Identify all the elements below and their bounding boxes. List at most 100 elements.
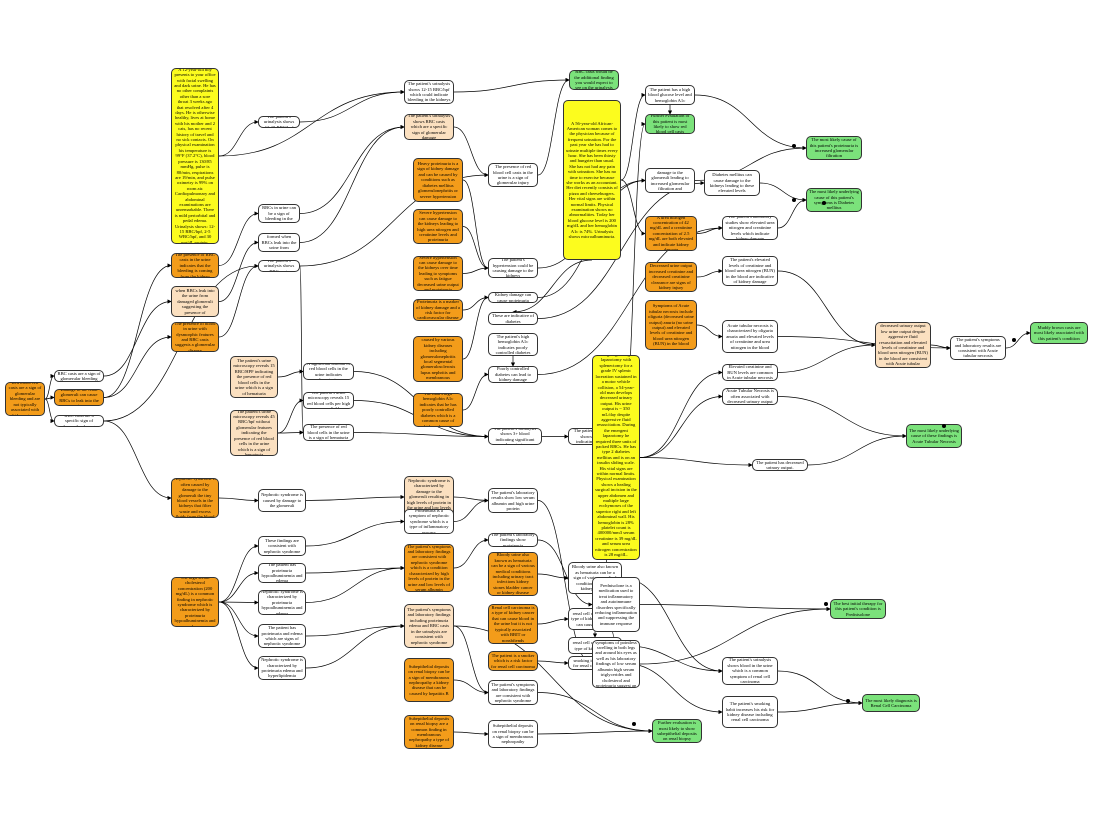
graph-node: Elevated creatinine and BUN levels are c…: [722, 364, 778, 381]
graph-node: Further evaluation is most likely to sho…: [652, 719, 702, 743]
graph-node: The most likely underlying cause of this…: [806, 188, 862, 212]
graph-node: RBC casts would be the additional findin…: [569, 70, 619, 90]
graph-edge: [620, 179, 646, 236]
node-text: The most likely cause of this patient's …: [809, 137, 859, 159]
graph-node: The patient's laboratory studies show el…: [722, 216, 778, 240]
graph-node: Acute Tubular Necrosis is often associat…: [722, 388, 778, 405]
graph-edge: [696, 225, 723, 234]
graph-edge: [537, 616, 569, 625]
graph-node: Acute tubular necrosis is characterized …: [722, 320, 778, 353]
graph-node: A significant amount of red blood cells …: [303, 363, 354, 380]
graph-edge: [299, 124, 405, 243]
node-text: Nephrotic syndrome is often caused by da…: [174, 478, 216, 518]
node-text: Elevated creatinine and BUN levels are c…: [727, 364, 773, 381]
graph-node: The patient's hypertension could be caus…: [488, 258, 538, 278]
graph-node: Red blood cell casts are a sign of glome…: [5, 382, 45, 416]
graph-node: The presence of RBCs in urine can be a s…: [258, 204, 300, 223]
node-text: The best initial therapy for this patien…: [833, 600, 883, 617]
edge-junction-dot: [824, 602, 828, 606]
graph-edge: [218, 601, 259, 671]
graph-node: The patient's symptoms and laboratory fi…: [404, 544, 454, 592]
graph-edge: [305, 623, 405, 669]
graph-node: Muddy brown casts are most likely associ…: [1030, 322, 1088, 344]
node-text: Renal cell carcinoma is a type of kidney…: [491, 605, 535, 643]
graph-edge: [305, 623, 405, 637]
graph-edge: [639, 370, 723, 458]
graph-node: Subepithelial deposits on renal biopsy c…: [488, 720, 538, 748]
graph-node: The patient's elevated levels of creatin…: [722, 256, 778, 286]
graph-edge: [218, 497, 259, 503]
graph-node: The patient's urinalysis shows 12-15 RBC…: [258, 116, 300, 128]
graph-node: The patient's high hemoglobin A1c indica…: [488, 333, 538, 356]
graph-node: The patient's urine microscopy reveals 1…: [303, 392, 354, 409]
node-text: Nephrotic syndrome is characterized by p…: [261, 590, 303, 615]
graph-edge: [759, 182, 807, 203]
node-text: The man's high hemoglobin A1c indicates …: [419, 393, 457, 427]
graph-node: The patient's urinalysis shows RBC casts: [258, 260, 300, 272]
node-text: A 56-year-old African-American woman com…: [566, 120, 618, 240]
graph-edge: [218, 263, 259, 338]
graph-node: These findings are consistent with nephr…: [258, 536, 306, 556]
graph-edge: [299, 124, 405, 214]
node-text: The patient's laboratory results show lo…: [491, 489, 535, 511]
graph-node: Proteinuria is a symptom of nephrotic sy…: [404, 509, 454, 534]
node-text: The patient's smoking habit increases hi…: [725, 701, 775, 723]
graph-edge: [620, 92, 646, 181]
node-text: Subepithelial deposits on renal biopsy c…: [492, 723, 534, 745]
edge-junction-dot: [822, 201, 826, 205]
node-text: The patient's urinalysis shows 12-15 RBC…: [407, 81, 451, 103]
graph-node: The patient's symptoms and laboratory fi…: [488, 680, 538, 705]
graph-edge: [453, 537, 489, 569]
node-text: The patient's symptoms of decreased urin…: [878, 323, 928, 367]
graph-node: The patient's urine microscopy reveals 1…: [230, 356, 278, 398]
node-text: The patient's urinalysis shows RBC casts: [263, 260, 295, 272]
graph-edge: [453, 731, 489, 737]
node-text: A urea nitrogen concentration of 42 mg/d…: [648, 216, 694, 251]
graph-edge: [299, 89, 405, 123]
node-text: Severe hypertension can cause damage to …: [417, 210, 459, 243]
node-text: The patient's urine microscopy reveals 1…: [306, 392, 351, 409]
graph-node: The most likely underlying cause of thes…: [906, 424, 962, 448]
node-text: The patient's high hemoglobin A1c indica…: [495, 333, 531, 355]
node-text: Nephrotic syndrome is caused by damage t…: [261, 492, 303, 509]
graph-edge: [453, 679, 489, 695]
graph-node: The patient has a high blood glucose lev…: [645, 85, 695, 105]
edge-junction-dot: [792, 198, 796, 202]
node-text: Red blood cell casts are a sign of glome…: [8, 382, 42, 416]
node-text: The presence of red blood cell casts in …: [493, 164, 533, 186]
node-text: The presence of RBC casts in the urine i…: [175, 253, 215, 278]
graph-node: Nephrotic syndrome is often caused by da…: [171, 478, 219, 518]
graph-edge: [696, 268, 723, 278]
node-text: The patient has proteinuria hypoalbumine…: [261, 563, 303, 583]
graph-edge: [305, 565, 405, 603]
node-text: RBC casts are formed when RBCs leak into…: [175, 287, 215, 316]
graph-node: Poorly controlled diabetes can lead to k…: [488, 366, 538, 383]
graph-node: The patient has decreased urinary output…: [752, 459, 808, 471]
graph-edge: [277, 398, 304, 434]
graph-edge: [807, 433, 907, 466]
graph-edge: [453, 126, 489, 178]
graph-edge: [218, 240, 259, 302]
graph-node: A urea nitrogen concentration of 42 mg/d…: [645, 216, 697, 251]
graph-edge: [694, 94, 807, 151]
graph-edge: [696, 324, 723, 339]
graph-edge: [462, 265, 489, 274]
graph-node: Proteinuria is a marker of kidney damage…: [413, 299, 463, 321]
graph-node: The most likely diagnosis is Renal Cell …: [862, 694, 920, 712]
node-text: The patient has proteinuria and edema wh…: [261, 625, 303, 647]
node-text: A significant amount of red blood cells …: [306, 363, 351, 380]
graph-node: These are indicative of diabetes: [488, 312, 538, 325]
graph-node: The patient's urinalysis shows RBC casts…: [404, 114, 454, 140]
graph-edge: [218, 600, 259, 605]
node-text: Proteinuria is a marker of kidney damage…: [416, 299, 460, 321]
graph-edge: [218, 89, 405, 157]
graph-node: The presence of blood in urine with dysm…: [171, 322, 219, 352]
edge-junction-dot: [1012, 338, 1016, 342]
node-text: The patient is a smoker which is a risk …: [491, 652, 535, 669]
node-text: Subepithelial deposits on renal biopsy c…: [408, 663, 450, 696]
graph-node: Proteinuria can be caused by various kid…: [413, 336, 463, 382]
graph-edge: [305, 565, 405, 574]
node-text: The patient's laboratory findings show p…: [491, 533, 535, 547]
graph-node: A 12-year-old boy presents to your offic…: [171, 68, 219, 244]
